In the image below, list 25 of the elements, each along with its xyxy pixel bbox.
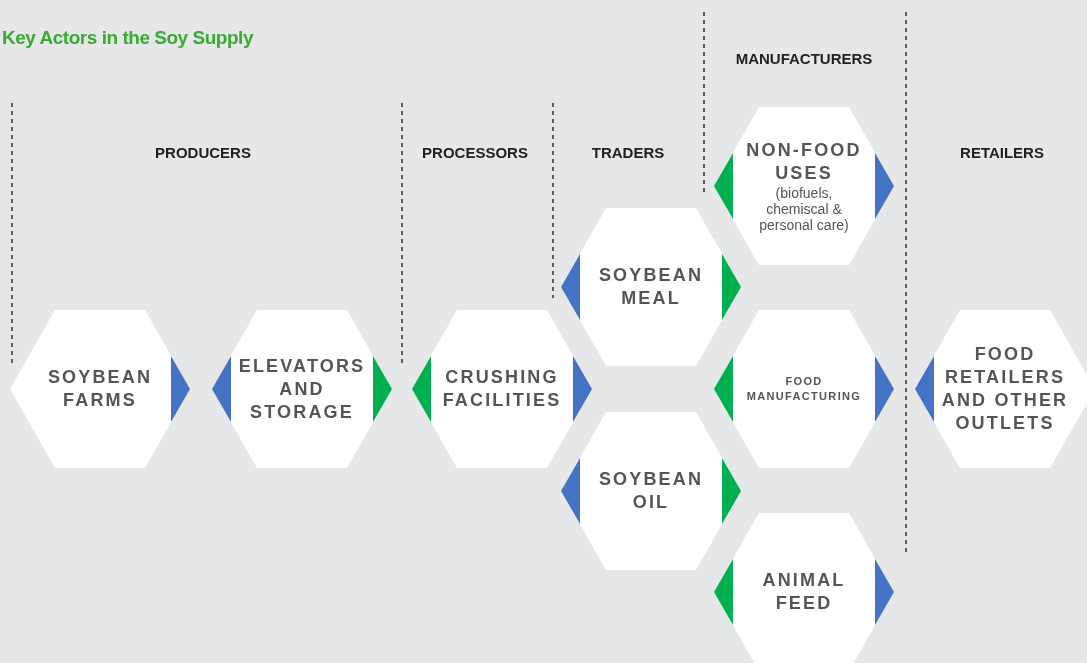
hexagon (10, 310, 190, 468)
title: Key Actors in the Soy Supply (2, 26, 253, 50)
node-title: NON-FOOD USES (745, 139, 863, 185)
node-title: FOOD RETAILERS AND OTHER OUTLETS (940, 343, 1070, 435)
node-title: ANIMAL FEED (761, 569, 847, 615)
node-description: (biofuels, chemiscal & personal care) (758, 185, 850, 233)
hexagon (561, 208, 741, 366)
hexagon (714, 513, 894, 663)
node-title: FOOD MANUFACTURING (745, 374, 863, 404)
hexagon (915, 310, 1087, 468)
hexagon (212, 310, 392, 468)
node-title: SOYBEAN OIL (597, 468, 705, 514)
column-heading: PROCESSORS (421, 143, 529, 163)
node-title: ELEVATORS AND STORAGE (237, 354, 367, 424)
node-title: SOYBEAN MEAL (597, 264, 705, 310)
hexagon (714, 107, 894, 265)
column-heading: PRODUCERS (154, 143, 252, 163)
hexagon (561, 412, 741, 570)
hexagon (412, 310, 592, 468)
column-heading: TRADERS (590, 143, 666, 163)
node-title: SOYBEAN FARMS (46, 366, 154, 412)
column-heading: RETAILERS (959, 143, 1045, 163)
column-heading: MANUFACTURERS (734, 49, 874, 69)
hexagon (714, 310, 894, 468)
node-title: CRUSHING FACILITIES (441, 366, 563, 412)
